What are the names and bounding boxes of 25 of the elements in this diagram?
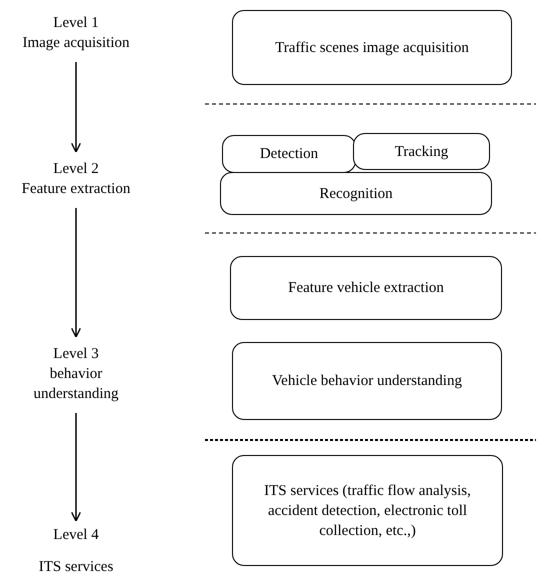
process-box [230,256,502,320]
box-text: Tracking [394,142,448,162]
level-label: Level 4 [53,526,99,545]
level-label: Image acquisition [22,34,130,53]
process-box [232,10,512,85]
level-label: ITS services [38,558,114,577]
arrow [70,62,82,153]
box-text: Recognition [319,184,393,204]
box-text: ITS services (traffic flow analysis, accident detection, electronic toll collection, etc.,) [263,482,472,540]
box-text: Traffic scenes image acquisition [275,38,469,58]
level-label: Level 1 [53,14,99,33]
level-label: Level 3 [53,345,99,364]
process-box [220,172,492,215]
process-box [232,455,503,566]
box-text: Detection [260,145,318,164]
level-label: behavior understanding [32,365,120,404]
process-box [353,133,490,170]
box-text: Feature vehicle extraction [288,279,444,298]
process-box [232,342,502,420]
process-box [222,135,356,173]
level-label: Level 2 [53,160,99,179]
level-label: Feature extraction [22,180,130,199]
arrow [70,413,82,522]
box-text: Vehicle behavior understanding [272,372,462,391]
arrow [70,208,82,338]
